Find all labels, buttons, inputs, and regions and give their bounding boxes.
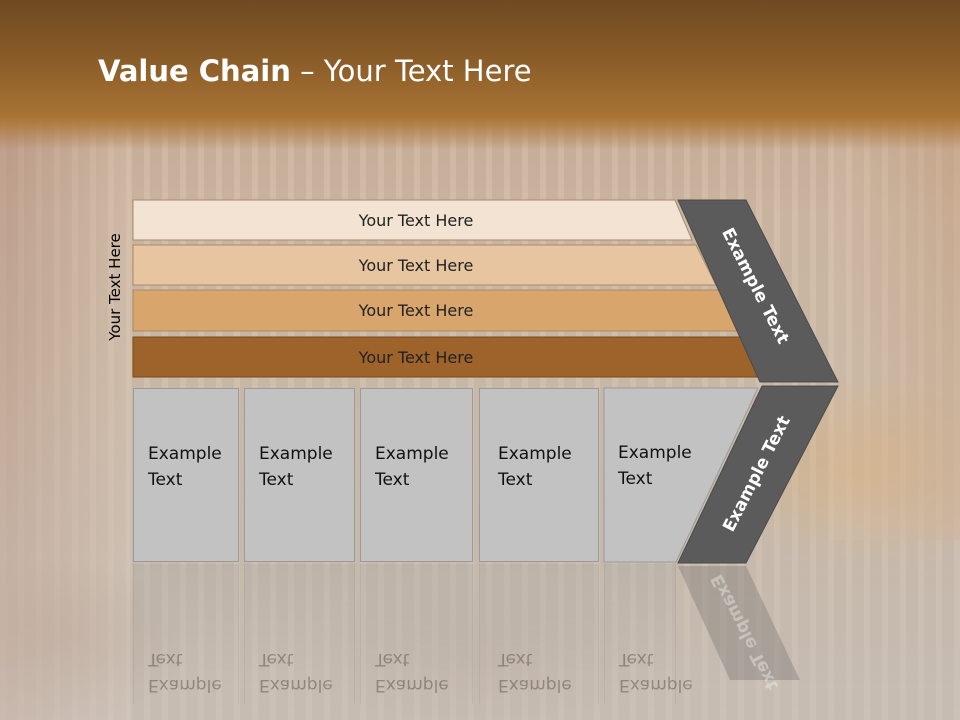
reflection-line-1: Example (498, 675, 572, 695)
reflection-line-2: Text (498, 649, 533, 669)
reflection-text: Example Text (375, 646, 449, 698)
column-reflection-4: Example Text (479, 564, 599, 704)
activity-column-5-shape (603, 387, 759, 563)
band-label-3: Your Text Here (133, 290, 699, 331)
title-rest: – Your Text Here (290, 54, 532, 88)
column-reflection-5: Example Text (604, 564, 693, 704)
band-label-2: Your Text Here (133, 245, 699, 285)
chevron-reflection (678, 566, 800, 680)
reflection-line-2: Text (259, 649, 294, 669)
reflection-line-1: Example (619, 675, 693, 695)
band-label-4: Your Text Here (133, 337, 699, 377)
band-text: Your Text Here (358, 210, 474, 230)
column-line-2: Text (618, 469, 653, 489)
chevron-upper (677, 199, 839, 383)
band-shape-1 (132, 199, 693, 241)
reflection-line-1: Example (375, 675, 449, 695)
band-text: Your Text Here (358, 347, 474, 367)
reflection-text: Example Text (148, 646, 222, 698)
column-line-1: Example (498, 444, 572, 464)
reflection-line-2: Text (375, 649, 410, 669)
column-line-2: Text (375, 470, 410, 490)
reflection-line-2: Text (619, 649, 654, 669)
column-line-1: Example (148, 444, 222, 464)
reflection-line-1: Example (259, 675, 333, 695)
column-line-2: Text (259, 470, 294, 490)
band-text: Your Text Here (358, 255, 474, 275)
column-reflection-2: Example Text (244, 564, 355, 704)
column-line-2: Text (498, 470, 533, 490)
chevron-lower (677, 385, 839, 564)
column-line-1: Example (375, 444, 449, 464)
band-text: Your Text Here (358, 301, 474, 320)
column-line-2: Text (148, 470, 183, 490)
reflection-text: Example Text (498, 646, 572, 698)
title-bar (0, 0, 960, 150)
column-reflection-1: Example Text (133, 564, 239, 704)
column-line-1: Example (259, 444, 333, 464)
title-bold: Value Chain (98, 54, 291, 88)
reflection-text: Example Text (619, 646, 693, 698)
column-line-1: Example (618, 443, 692, 463)
reflection-text: Example Text (259, 646, 333, 698)
slide-title: Value Chain – Your Text Here (98, 54, 532, 94)
band-label-1: Your Text Here (133, 200, 699, 240)
reflection-line-2: Text (148, 649, 183, 669)
reflection-line-1: Example (148, 675, 222, 695)
column-reflection-3: Example Text (360, 564, 473, 704)
